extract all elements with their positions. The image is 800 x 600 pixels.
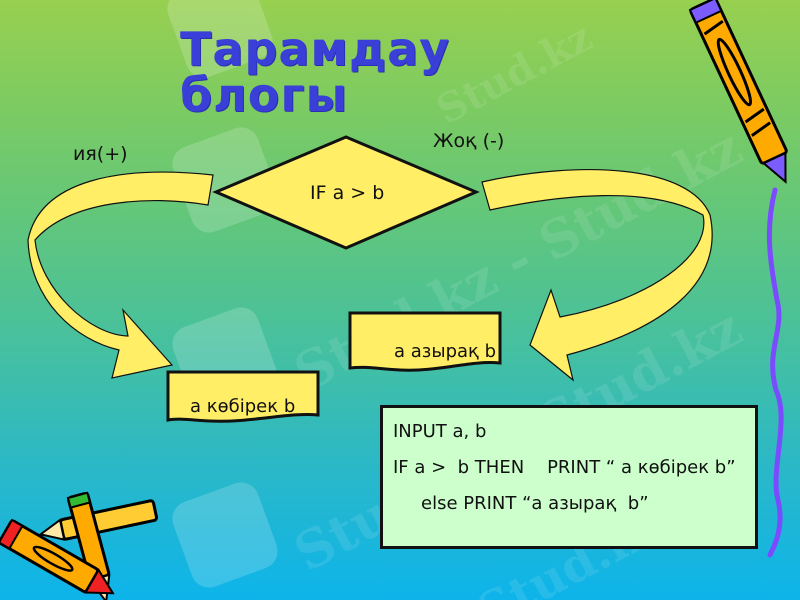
no-result-box: [348, 311, 502, 372]
yes-branch-label: ия(+): [73, 143, 128, 165]
decision-diamond: [212, 135, 480, 250]
no-arrow-icon: [481, 168, 713, 382]
yes-result-box: [166, 370, 320, 423]
code-line-if: IF a > b THEN PRINT “ a көбірек b”: [393, 457, 736, 478]
decision-condition: IF a > b: [310, 182, 385, 204]
yes-result-text: a көбірек b: [190, 396, 296, 417]
code-box: INPUT a, b IF a > b THEN PRINT “ a көбір…: [380, 405, 758, 549]
no-result-text: a азырақ b: [394, 341, 497, 362]
squiggle-line-icon: [766, 187, 784, 558]
code-line-input: INPUT a, b: [393, 421, 487, 442]
pencil-icon: [688, 0, 788, 184]
yes-arrow-icon: [27, 171, 214, 379]
slide-title: Тарамдау блогы: [180, 22, 451, 122]
no-branch-label: Жоқ (-): [433, 130, 505, 152]
code-line-else: else PRINT “a азырақ b”: [421, 493, 649, 514]
crossed-pencils-icon: [0, 491, 159, 600]
